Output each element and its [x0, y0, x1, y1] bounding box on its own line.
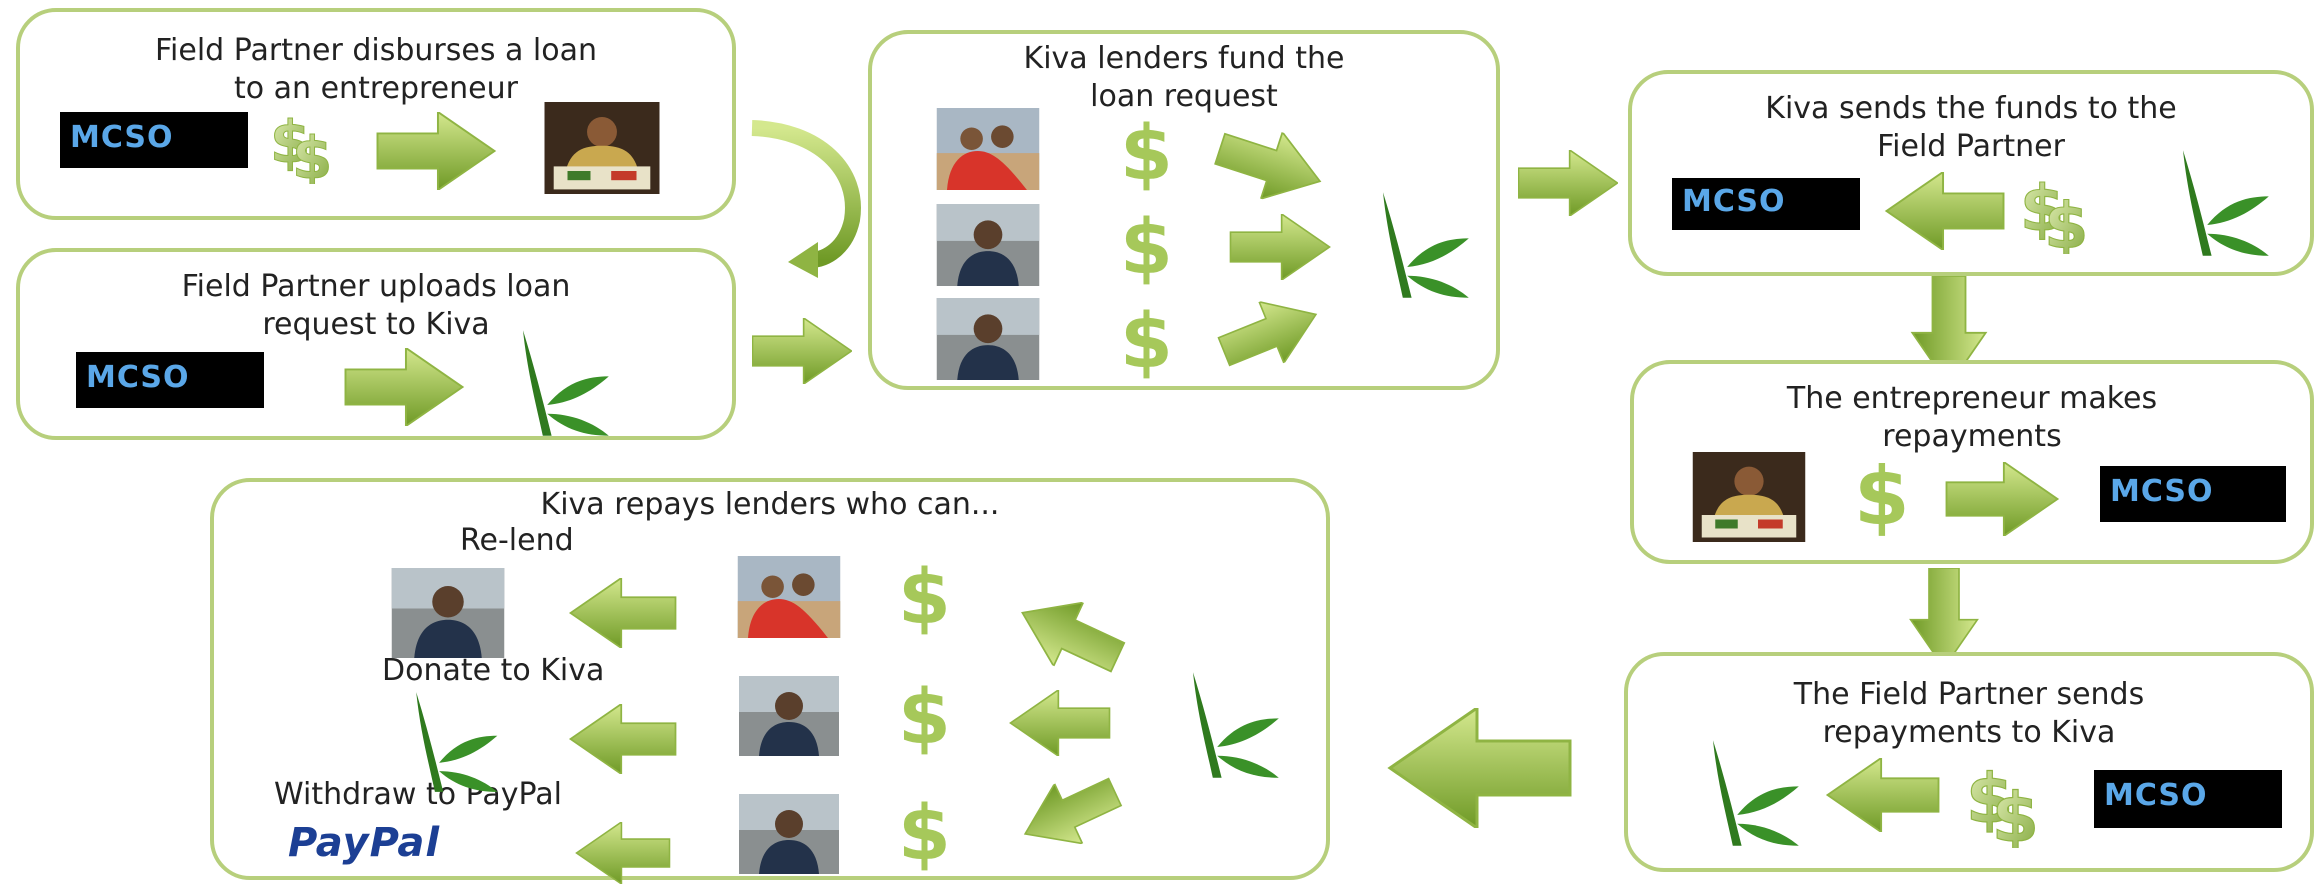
arrow-right-icon	[372, 112, 500, 190]
kiva-logo-icon	[470, 328, 620, 438]
option-relend-label: Re-lend	[460, 523, 574, 558]
lender-photo	[730, 794, 848, 874]
kiva-logo-icon	[1140, 670, 1290, 780]
arrow-left-icon	[548, 822, 698, 884]
dollar-icon: $	[898, 788, 951, 877]
step-disburse-title: Field Partner disburses a loan to an ent…	[154, 33, 597, 106]
dollar-icon: $	[1120, 202, 1173, 291]
arrow-right-icon	[1518, 150, 1618, 216]
mcso-logo	[2094, 770, 2282, 828]
kiva-logo-icon	[362, 690, 512, 794]
dollar-icon: $	[1120, 296, 1173, 385]
arrow-left-icon	[548, 704, 698, 774]
step-upload-title: Field Partner uploads loan request to Ki…	[181, 269, 571, 342]
lender-photo	[730, 676, 848, 756]
arrow-left-icon	[1370, 708, 1590, 828]
money-stack-icon: $ $	[270, 108, 333, 185]
step-upload-box: Field Partner uploads loan request to Ki…	[16, 248, 736, 440]
arrow-left-icon	[990, 690, 1130, 756]
svg-text:$: $	[270, 108, 310, 176]
lender-photo	[928, 108, 1048, 190]
borrower-photo	[368, 568, 528, 658]
step-fund-title: Kiva lenders fund the loan request	[1023, 41, 1345, 114]
step-send-title: Kiva sends the funds to the Field Partne…	[1765, 91, 2177, 164]
curved-arrow-icon	[751, 120, 861, 278]
mcso-logo: MCSO	[60, 112, 248, 168]
step-lenders-title: Kiva repays lenders who can...	[540, 487, 1000, 522]
mcso-logo-text: MCSO	[2104, 778, 2208, 813]
mcso-logo-text: MCSO	[86, 360, 190, 395]
svg-text:$: $	[2044, 189, 2088, 254]
mcso-logo: MCSO	[2100, 466, 2286, 522]
kiva-logo-icon	[1330, 190, 1480, 300]
option-withdraw-label: Withdraw to PayPal	[274, 777, 562, 812]
arrow-right-icon	[1210, 214, 1350, 280]
arrow-right-icon	[340, 348, 468, 426]
money-stack-icon: $ $	[1966, 760, 2040, 848]
svg-text:$: $	[1966, 760, 2013, 839]
svg-text:$: $	[2020, 172, 2064, 246]
kiva-logo-icon	[2130, 148, 2280, 258]
svg-text:$: $	[1992, 779, 2039, 848]
step-send-box: Kiva sends the funds to the Field Partne…	[1628, 70, 2314, 276]
dollar-icon: $	[1854, 450, 1910, 543]
paypal-logo: PayPal	[288, 820, 440, 866]
arrow-right-icon	[1932, 462, 2072, 536]
entrepreneur-photo	[1660, 452, 1838, 542]
mcso-logo: MCSO	[76, 352, 264, 408]
mcso-logo: MCSO	[1672, 178, 1860, 230]
mcso-logo-text: MCSO	[1682, 184, 1786, 219]
mcso-logo-text: MCSO	[70, 120, 174, 155]
option-donate-label: Donate to Kiva	[382, 653, 605, 688]
svg-text:$: $	[292, 124, 332, 184]
dollar-icon: $	[898, 672, 951, 761]
arrow-left-icon	[548, 578, 698, 648]
arrow-left-icon	[1818, 758, 1948, 832]
step-partner-repay-title: The Field Partner sends repayments to Ki…	[1793, 677, 2145, 750]
dollar-icon: $	[1120, 108, 1173, 197]
step-partner-repay-box: The Field Partner sends repayments to Ki…	[1624, 652, 2314, 872]
entrepreneur-photo	[512, 102, 692, 194]
money-stack-icon: $ $	[2020, 171, 2089, 254]
step-repay-title: The entrepreneur makes repayments	[1786, 381, 2158, 454]
dollar-icon: $	[898, 552, 951, 641]
arrow-right-icon	[752, 318, 852, 384]
lender-photo	[928, 298, 1048, 380]
mcso-logo-text: MCSO	[2110, 474, 2214, 509]
arrow-left-icon	[1880, 172, 2010, 250]
lender-photo	[928, 204, 1048, 286]
kiva-logo-icon	[1660, 738, 1810, 848]
lender-photo	[730, 556, 848, 638]
paypal-logo-text: PayPal	[288, 820, 441, 866]
